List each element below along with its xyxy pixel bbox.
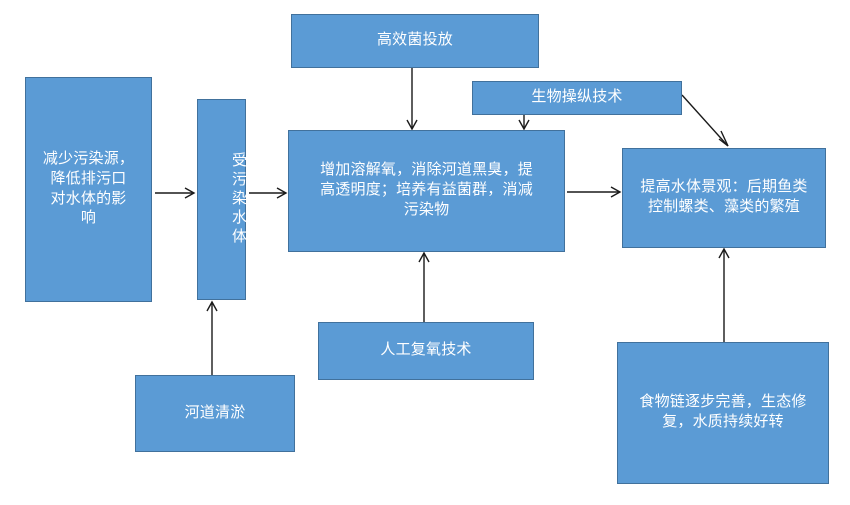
connector-biomanip-to-landscape	[681, 94, 729, 147]
node-label: 提高水体景观：后期鱼类 控制螺类、藻类的繁殖	[640, 179, 808, 215]
connector-reduce-to-polluted	[155, 187, 196, 199]
node-river-dredging[interactable]: 河道清淤	[135, 375, 295, 452]
node-improve-water-landscape[interactable]: 提高水体景观：后期鱼类 控制螺类、藻类的繁殖	[622, 148, 826, 248]
node-polluted-water-body[interactable]: 受污染水体	[197, 99, 246, 300]
node-food-chain-restoration[interactable]: 食物链逐步完善，生态修 复，水质持续好转	[617, 342, 829, 484]
node-label: 高效菌投放	[376, 32, 453, 49]
node-increase-dissolved-oxygen[interactable]: 增加溶解氧，消除河道黑臭，提 高透明度；培养有益菌群，消减 污染物	[288, 130, 565, 252]
node-reduce-pollution-source[interactable]: 减少污染源， 降低排污口 对水体的影 响	[25, 77, 152, 302]
node-label: 食物链逐步完善，生态修 复，水质持续好转	[639, 394, 807, 430]
connector-dredging-to-polluted	[206, 300, 218, 375]
node-biomanipulation-technology[interactable]: 生物操纵技术	[472, 81, 682, 115]
connector-foodchain-to-landscape	[718, 247, 730, 342]
node-high-efficiency-bacteria-dosing[interactable]: 高效菌投放	[291, 14, 539, 68]
node-label: 受污染水体	[230, 152, 246, 247]
node-label: 增加溶解氧，消除河道黑臭，提 高透明度；培养有益菌群，消减 污染物	[320, 162, 533, 218]
connector-biomanip-to-increase	[518, 115, 530, 131]
node-label: 河道清淤	[184, 404, 246, 421]
node-artificial-aeration-technology[interactable]: 人工复氧技术	[318, 322, 534, 380]
connector-polluted-to-increase	[249, 187, 288, 199]
connector-increase-to-landscape	[567, 186, 622, 198]
connector-aeration-to-increase	[418, 251, 430, 322]
node-label: 减少污染源， 降低排污口 对水体的影 响	[42, 150, 135, 227]
node-label: 生物操纵技术	[531, 89, 623, 106]
node-label: 人工复氧技术	[380, 342, 472, 359]
connector-bacteria-to-increase	[406, 68, 418, 131]
